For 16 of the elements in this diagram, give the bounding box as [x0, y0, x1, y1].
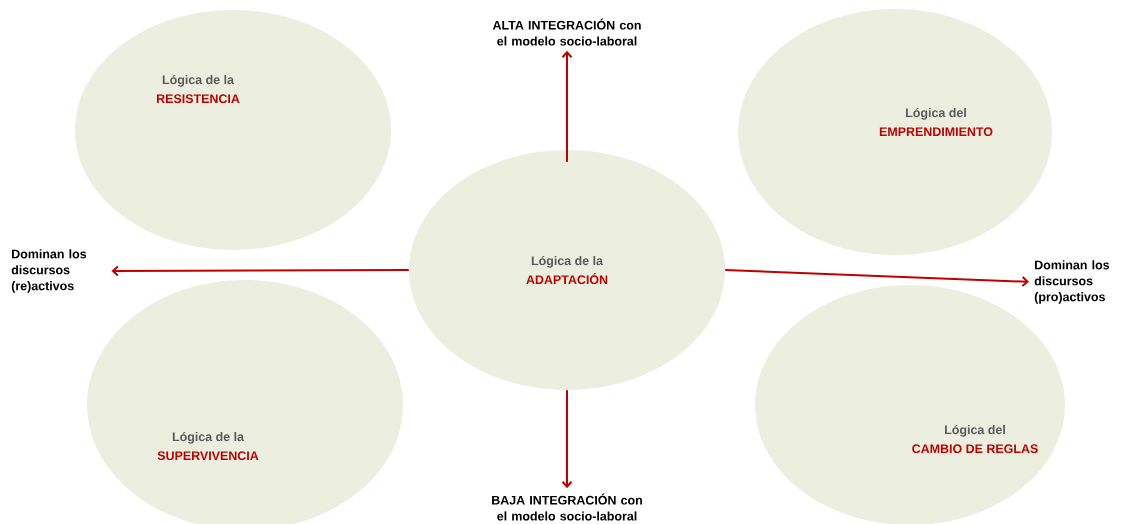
axis-label: Dominan los discursos (re)activos	[11, 249, 87, 293]
axis-label: BAJA INTEGRACIÓN con el modelo socio-laboral	[492, 493, 642, 521]
arrow	[561, 50, 573, 163]
ellipse-label: Lógica de la ADAPTACIÓN	[526, 255, 608, 285]
ellipse-label: Lógica de la RESISTENCIA	[156, 74, 240, 104]
arrow	[111, 265, 410, 277]
arrow	[724, 269, 1029, 288]
ellipse	[738, 9, 1052, 255]
ellipse	[409, 150, 725, 390]
arrow	[561, 389, 573, 489]
ellipse-label: Lógica de la SUPERVIVENCIA	[157, 431, 259, 461]
ellipse-label: Lógica del CAMBIO DE REGLAS	[912, 424, 1038, 454]
axis-label: ALTA INTEGRACIÓN con el modelo socio-laboral	[492, 18, 641, 46]
ellipse	[75, 10, 391, 250]
ellipse-label: Lógica del EMPRENDIMIENTO	[879, 107, 993, 137]
axis-label: Dominan los discursos (pro)activos	[1034, 260, 1110, 304]
